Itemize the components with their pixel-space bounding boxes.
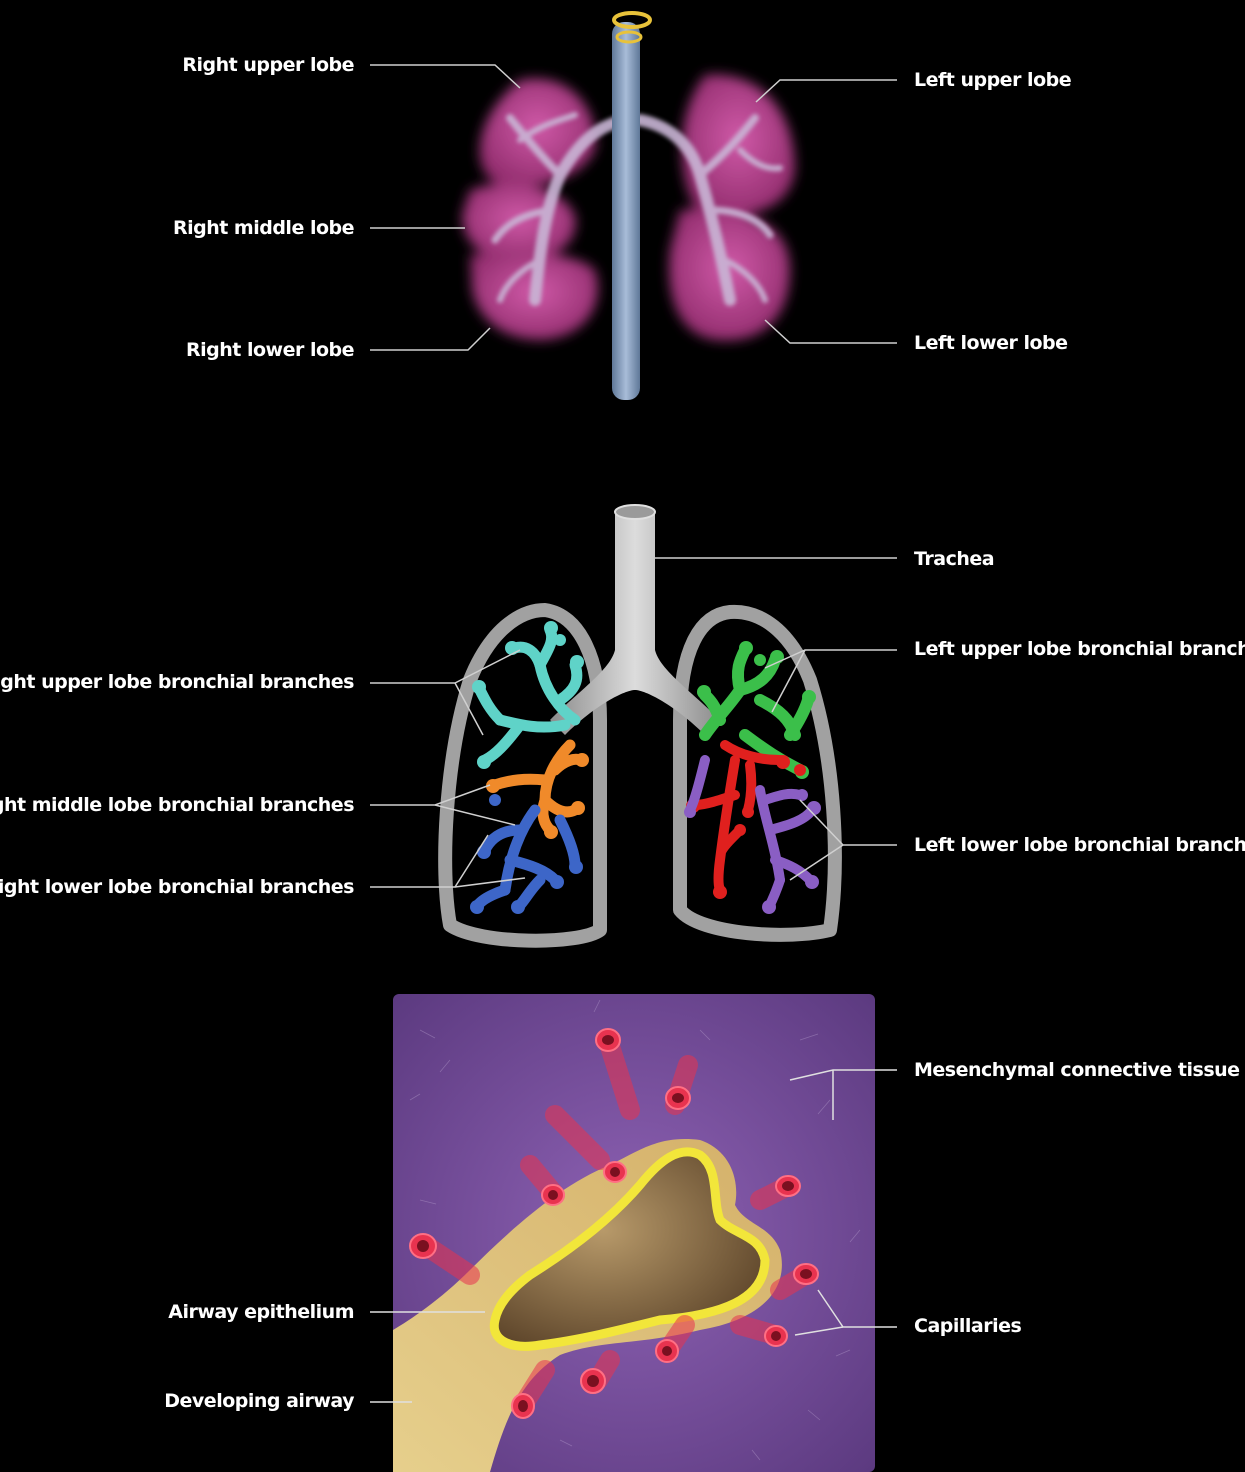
right-middle-bronchial-branches [495, 745, 580, 830]
label-capillaries: Capillaries [914, 1314, 1021, 1338]
label-left-upper-lobe: Left upper lobe [914, 68, 1071, 92]
label-right-middle-lobe: Right middle lobe [173, 216, 354, 240]
label-trachea: Trachea [914, 547, 994, 571]
panel1-lungs [462, 13, 795, 400]
label-mesenchymal-tissue: Mesenchymal connective tissue [914, 1058, 1240, 1082]
label-right-upper-lobe: Right upper lobe [182, 53, 354, 77]
left-upper-lobe-shape [682, 75, 795, 217]
right-upper-bronchial-branches [480, 630, 577, 760]
label-airway-epithelium: Airway epithelium [168, 1300, 354, 1324]
label-left-upper-bronchial: Left upper lobe bronchial branches [914, 637, 1245, 661]
label-right-lower-bronchial: Right lower lobe bronchial branches [0, 875, 354, 899]
panel2-lungs [445, 505, 835, 941]
right-lower-bronchial-branches [478, 810, 575, 905]
label-left-lower-lobe: Left lower lobe [914, 331, 1068, 355]
panel3-tissue [393, 994, 875, 1472]
label-right-lower-lobe: Right lower lobe [186, 338, 354, 362]
left-upper-bronchial-branches [705, 650, 808, 770]
panel1-trachea [612, 22, 640, 400]
label-right-upper-bronchial: Right upper lobe bronchial branches [0, 670, 354, 694]
label-developing-airway: Developing airway [164, 1389, 354, 1413]
label-right-middle-bronchial: Right middle lobe bronchial branches [0, 793, 354, 817]
label-left-lower-bronchial: Left lower lobe bronchial branches [914, 833, 1245, 857]
